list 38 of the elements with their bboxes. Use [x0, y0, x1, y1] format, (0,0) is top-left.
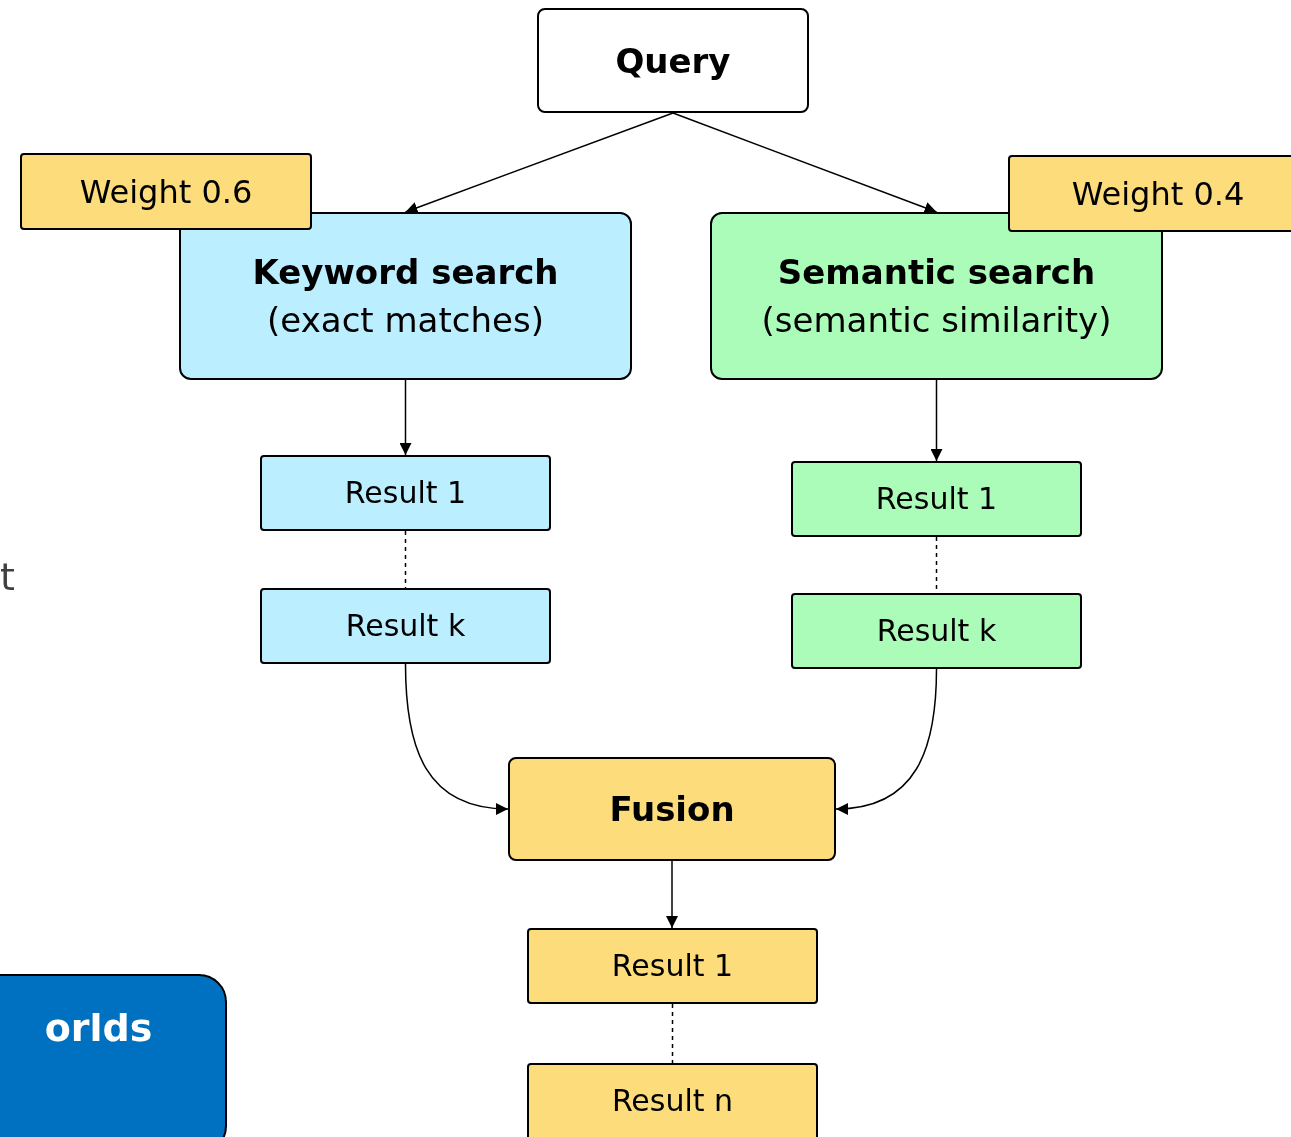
node-label: Result 1 [611, 948, 734, 983]
result-box [260, 455, 551, 531]
process-box [508, 757, 836, 861]
node-subtitle: (exact matches) [267, 300, 544, 340]
arrow [404, 663, 509, 815]
node-label: Result k [876, 613, 997, 648]
result-box [527, 1063, 818, 1137]
node-label: Weight 0.4 [1071, 174, 1245, 213]
banner-box [0, 974, 227, 1137]
node-label: Result k [345, 608, 466, 643]
node-title: orlds [44, 1006, 153, 1050]
result-box [527, 928, 818, 1004]
weight-tag [20, 153, 312, 230]
arrow [666, 860, 678, 929]
node-label: Weight 0.6 [79, 172, 253, 211]
arrow [399, 379, 412, 456]
node-subtitle: (semantic similarity) [761, 300, 1112, 340]
result-box [260, 588, 551, 664]
dashed-connector [671, 1003, 674, 1064]
arrow [672, 112, 938, 214]
weight-tag [1008, 155, 1291, 232]
dashed-connector [404, 530, 407, 589]
node-title: Fusion [609, 789, 735, 829]
search-box [179, 212, 632, 380]
cut-off-text: t [0, 555, 15, 599]
node-label: Result n [611, 1083, 734, 1118]
arrow [930, 379, 943, 462]
arrow [404, 112, 674, 214]
node-title: Semantic search [777, 252, 1096, 292]
node-label: Result 1 [344, 475, 467, 510]
result-box [791, 461, 1082, 537]
search-box [710, 212, 1163, 380]
result-box [791, 593, 1082, 669]
node-title: Keyword search [252, 252, 559, 292]
process-box [537, 8, 809, 113]
node-title: Query [615, 40, 731, 81]
node-label: Result 1 [875, 481, 998, 516]
arrow [835, 668, 938, 815]
